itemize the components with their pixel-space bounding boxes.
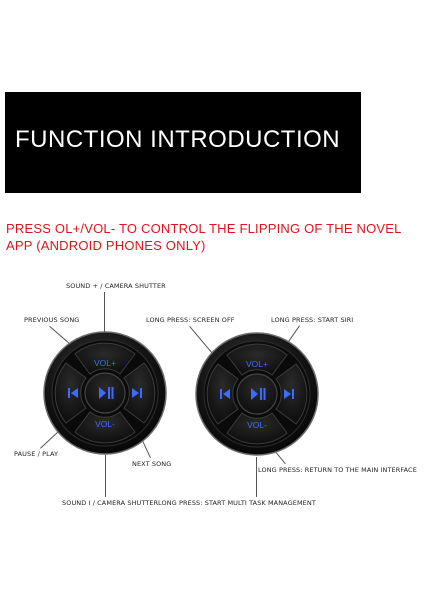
vol-up-key[interactable]: VOL+ xyxy=(74,342,136,375)
remote-left: VOL+ VOL- xyxy=(42,330,168,456)
label-main-interface: LONG PRESS: RETURN TO THE MAIN INTERFACE xyxy=(258,466,417,474)
title-banner: FUNCTION INTRODUCTION xyxy=(5,92,361,193)
leader-line xyxy=(104,292,105,334)
vol-down-label: VOL- xyxy=(95,419,115,429)
next-track-icon xyxy=(284,389,294,399)
leader-line xyxy=(105,455,106,497)
label-start-siri: LONG PRESS: START SIRI xyxy=(271,316,354,324)
label-previous-song: PREVIOUS SONG xyxy=(24,316,80,324)
label-multitask: LONG PRESS: START MULTI TASK MANAGEMENT xyxy=(158,499,316,507)
banner-title: FUNCTION INTRODUCTION xyxy=(15,126,341,153)
previous-track-icon xyxy=(220,389,230,399)
label-sound-up: SOUND + / CAMERA SHUTTER xyxy=(66,282,166,290)
previous-key[interactable] xyxy=(54,362,87,424)
play-pause-icon xyxy=(99,387,114,399)
vol-down-key[interactable]: VOL- xyxy=(226,412,288,445)
vol-down-label: VOL- xyxy=(247,420,267,430)
vol-up-key[interactable]: VOL+ xyxy=(226,343,288,376)
label-screen-off: LONG PRESS: SCREEN OFF xyxy=(146,316,235,324)
play-pause-key[interactable] xyxy=(84,372,126,414)
remote-right: VOL+ VOL- xyxy=(194,331,320,457)
next-key[interactable] xyxy=(275,363,308,425)
label-next-song: NEXT SONG xyxy=(132,460,172,468)
previous-track-icon xyxy=(68,388,78,398)
next-track-icon xyxy=(132,388,142,398)
leader-line xyxy=(256,457,257,497)
vol-up-label: VOL+ xyxy=(246,359,268,369)
play-pause-key[interactable] xyxy=(236,373,278,415)
previous-key[interactable] xyxy=(206,363,239,425)
play-pause-icon xyxy=(251,388,266,400)
notice-text: PRESS OL+/VOL- TO CONTROL THE FLIPPING O… xyxy=(6,221,402,253)
label-pause-play: PAUSE / PLAY xyxy=(14,450,59,458)
vol-up-label: VOL+ xyxy=(94,358,116,368)
next-key[interactable] xyxy=(123,362,156,424)
vol-down-key[interactable]: VOL- xyxy=(74,411,136,444)
label-sound-down: SOUND I / CAMERA SHUTTER xyxy=(62,499,159,507)
